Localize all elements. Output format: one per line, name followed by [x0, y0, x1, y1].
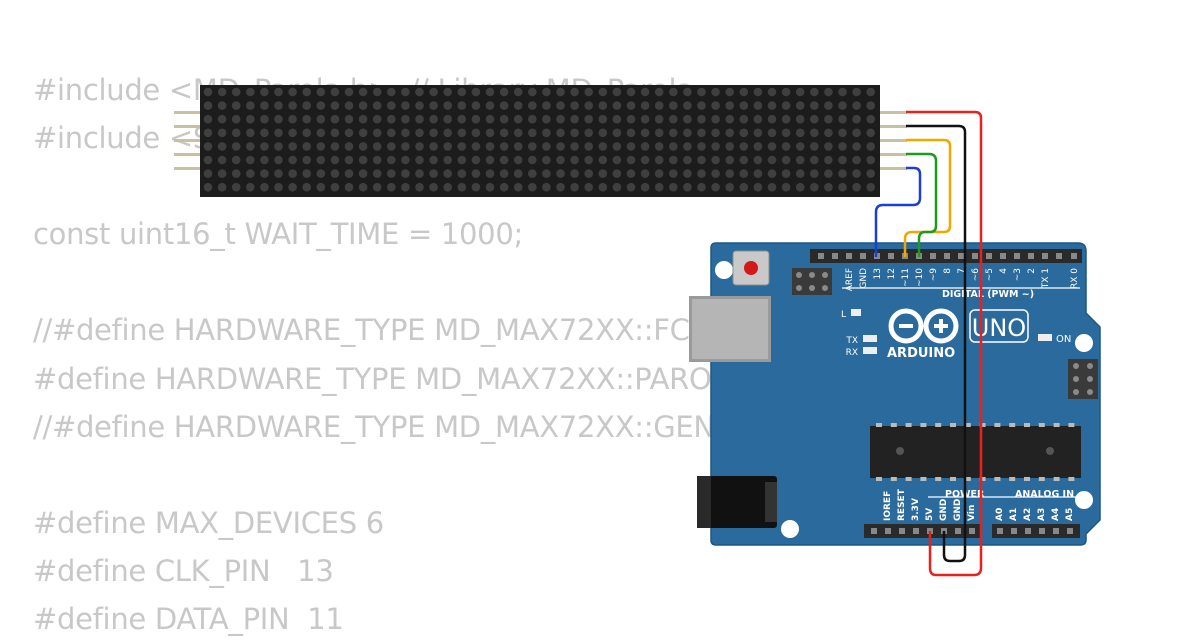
analog-pin-label: A3 [1037, 508, 1047, 521]
analog-pin-label: A1 [1009, 508, 1019, 521]
digital-pin-label: ~9 [929, 268, 939, 282]
mounting-hole [781, 520, 799, 538]
usb-connector [689, 296, 771, 362]
led-matrix-dots [203, 87, 875, 192]
wire-vcc-5v[interactable] [906, 110, 983, 577]
led-matrix-module[interactable] [174, 85, 907, 197]
power-pin-label: Vin [967, 505, 977, 521]
analog-pin-label: A5 [1065, 508, 1075, 521]
digital-pin-label: ~6 [971, 268, 981, 282]
wire-din-pin-11[interactable] [874, 166, 922, 257]
digital-pin-label: ~11 [901, 268, 911, 287]
svg-text:ON: ON [1056, 334, 1071, 345]
led-rx: RX [846, 347, 877, 358]
code-line: #define CLK_PIN 13 [33, 553, 334, 588]
digital-pin-label: GND [859, 268, 869, 289]
brand-label: ARDUINO [887, 346, 955, 361]
power-pin-label: RESET [897, 488, 907, 521]
analog-pin-labels: A0 A1 A2 A3 A4 A5 [995, 508, 1075, 521]
led-l: L [841, 309, 861, 320]
led-matrix-display [200, 85, 880, 197]
analog-pin-label: A0 [995, 508, 1005, 521]
svg-text:TX: TX [845, 336, 858, 346]
svg-text:RX: RX [846, 348, 858, 358]
matrix-right-pins [879, 111, 907, 170]
digital-pin-label: 8 [943, 268, 953, 274]
analog-header-label: ANALOG IN [1015, 489, 1074, 500]
power-pin-label: 5V [925, 508, 935, 521]
mounting-hole [715, 261, 733, 279]
power-pin-labels: IOREF RESET 3.3V 5V GND GND Vin [883, 488, 977, 521]
analog-header [992, 524, 1080, 538]
power-pin-label: 3.3V [911, 498, 921, 521]
digital-pin-label: 12 [887, 268, 897, 279]
power-pin-label: GND [939, 499, 949, 521]
wires [874, 110, 983, 577]
digital-pin-label: ~5 [985, 268, 995, 281]
digital-pin-label: 13 [873, 268, 883, 279]
digital-pin-label: ~10 [915, 268, 925, 287]
mounting-hole [1075, 334, 1093, 352]
mounting-hole [1075, 491, 1093, 509]
model-label-box: UNO [969, 309, 1029, 343]
digital-header-label: DIGITAL (PWM ~) [942, 289, 1034, 300]
digital-pin-label: 2 [1027, 268, 1037, 274]
analog-pin-label: A2 [1023, 508, 1033, 521]
reset-button[interactable] [732, 250, 770, 286]
icsp-header-right [1068, 359, 1098, 399]
atmega-chip [870, 423, 1081, 481]
led-tx: TX [845, 335, 877, 346]
wire-cs-pin-10[interactable] [906, 152, 938, 257]
matrix-left-pins [174, 111, 202, 170]
digital-pin-label: 7 [957, 268, 967, 274]
digital-pin-label: 4 [999, 268, 1009, 274]
analog-pin-label: A4 [1051, 508, 1061, 521]
digital-header [810, 249, 1082, 263]
power-header [864, 524, 981, 538]
digital-pin-label: AREF [845, 268, 855, 291]
power-pin-label: GND [953, 499, 963, 521]
code-line: #define MAX_DEVICES 6 [33, 505, 384, 540]
wire-clk-pin-13[interactable] [903, 138, 952, 257]
led-on: ON [1038, 334, 1071, 345]
digital-pin-label: RX 0 [1070, 268, 1080, 289]
digital-pin-label: ~3 [1013, 268, 1023, 281]
code-line: const uint16_t WAIT_TIME = 1000; [33, 217, 523, 252]
arduino-infinity-logo [888, 308, 959, 344]
wire-gnd[interactable] [906, 124, 967, 563]
icsp-header-top [792, 268, 832, 295]
digital-pin-label: TX 1 [1041, 268, 1051, 289]
svg-text:L: L [841, 310, 846, 320]
dc-power-jack [697, 476, 777, 528]
power-pin-label: IOREF [883, 491, 893, 521]
